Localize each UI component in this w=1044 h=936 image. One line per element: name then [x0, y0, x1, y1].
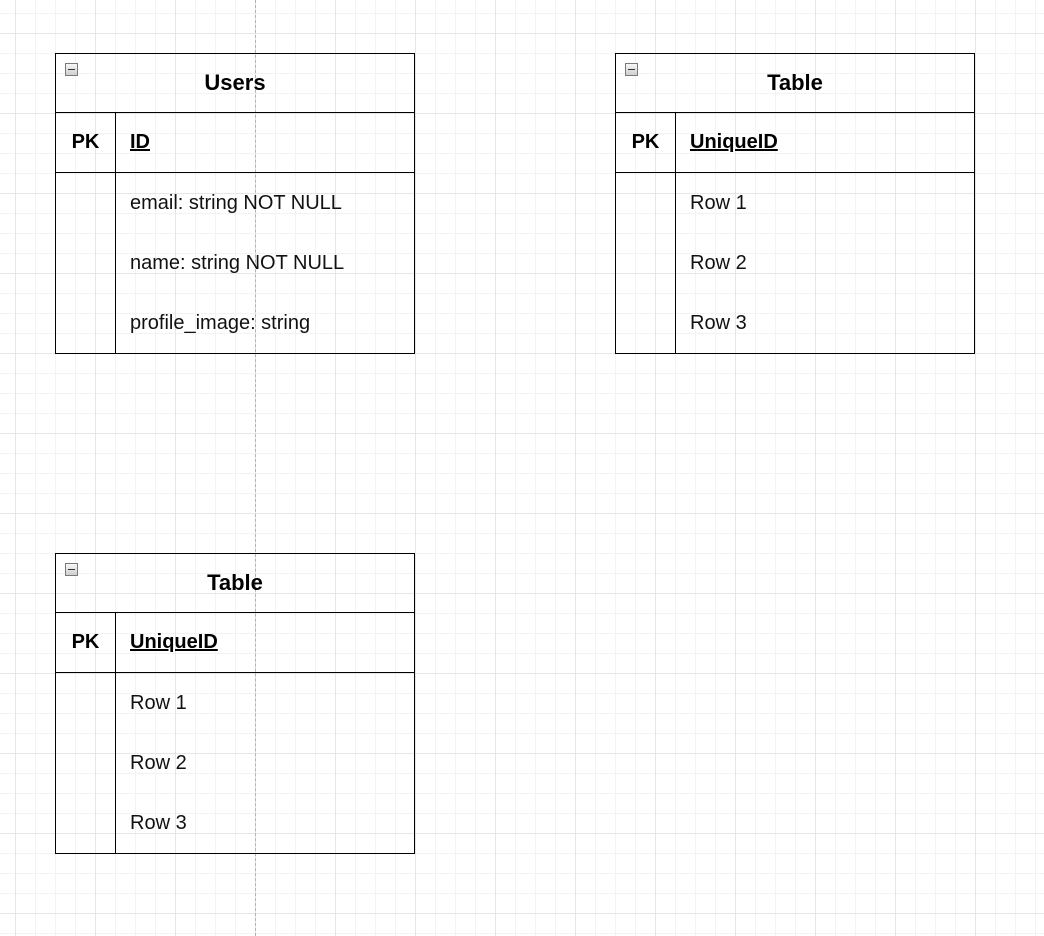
- attribute-row[interactable]: Row 2: [690, 251, 747, 274]
- collapse-minus-icon[interactable]: [65, 563, 78, 576]
- attributes-section: email: string NOT NULL name: string NOT …: [56, 173, 414, 353]
- key-label: PK: [616, 113, 676, 172]
- attribute-row[interactable]: Row 2: [130, 751, 187, 774]
- attribute-row[interactable]: Row 1: [130, 691, 187, 714]
- entity-title: Users: [204, 70, 266, 95]
- vertical-guide-line: [255, 0, 256, 936]
- attribute-row[interactable]: profile_image: string: [130, 311, 311, 334]
- key-label: PK: [56, 113, 116, 172]
- entity-header[interactable]: Users: [56, 54, 414, 113]
- attribute-row[interactable]: name: string NOT NULL: [130, 251, 345, 274]
- entity-header[interactable]: Table: [616, 54, 974, 113]
- key-column: [56, 673, 116, 853]
- entity-title: Table: [207, 570, 263, 595]
- primary-key-row[interactable]: PK UniqueID: [616, 113, 974, 173]
- key-column: [616, 173, 676, 353]
- attribute-row[interactable]: Row 3: [690, 311, 747, 334]
- primary-key-field: ID: [130, 131, 150, 153]
- collapse-minus-icon[interactable]: [625, 63, 638, 76]
- attribute-row[interactable]: Row 3: [130, 811, 187, 834]
- attributes-section: Row 1 Row 2 Row 3: [56, 673, 414, 853]
- attribute-row[interactable]: Row 1: [690, 191, 747, 214]
- key-column: [56, 173, 116, 353]
- collapse-minus-icon[interactable]: [65, 63, 78, 76]
- entity-table-bottom-left[interactable]: Table PK UniqueID Row 1 Row 2 Row 3: [55, 553, 415, 854]
- attribute-row[interactable]: email: string NOT NULL: [130, 191, 342, 214]
- attributes-section: Row 1 Row 2 Row 3: [616, 173, 974, 353]
- entity-title: Table: [767, 70, 823, 95]
- primary-key-row[interactable]: PK UniqueID: [56, 613, 414, 673]
- key-label: PK: [56, 613, 116, 672]
- primary-key-field: UniqueID: [130, 631, 218, 653]
- entity-users[interactable]: Users PK ID email: string NOT NULL name:…: [55, 53, 415, 354]
- entity-header[interactable]: Table: [56, 554, 414, 613]
- primary-key-field: UniqueID: [690, 131, 778, 153]
- entity-table-top-right[interactable]: Table PK UniqueID Row 1 Row 2 Row 3: [615, 53, 975, 354]
- primary-key-row[interactable]: PK ID: [56, 113, 414, 173]
